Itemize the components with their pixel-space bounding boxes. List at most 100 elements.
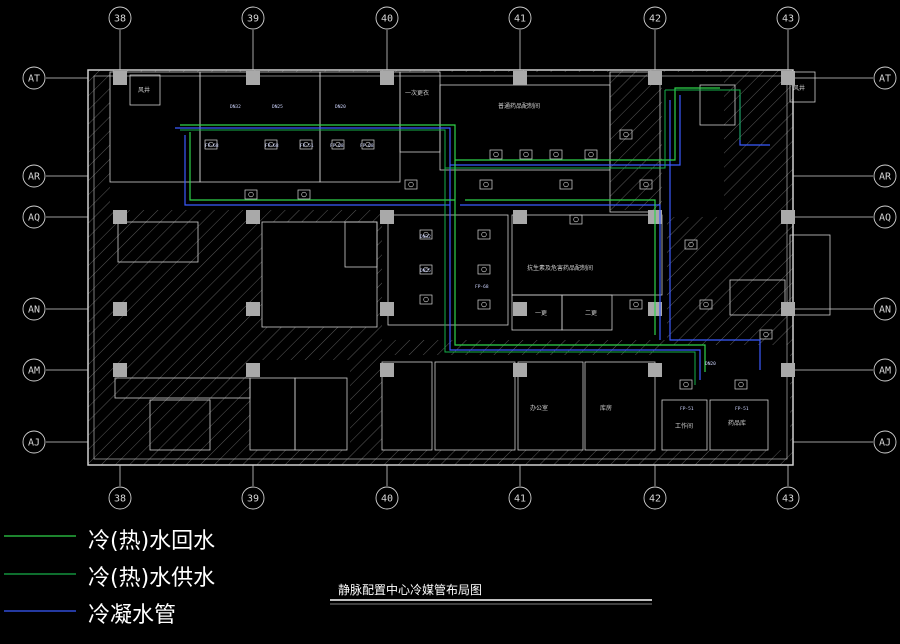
fan-coil-unit bbox=[759, 329, 773, 340]
structural-column bbox=[380, 210, 394, 224]
building-outline bbox=[87, 69, 794, 466]
room-wall bbox=[789, 234, 831, 316]
fcu-tag: FP-68 bbox=[205, 143, 219, 149]
axis-bubble bbox=[22, 358, 46, 382]
fan-coil-unit bbox=[619, 129, 633, 140]
fan-coil-fan bbox=[588, 151, 594, 158]
fan-coil-unit bbox=[419, 264, 433, 275]
structural-column bbox=[781, 363, 795, 377]
fan-coil-unit bbox=[297, 189, 311, 200]
fan-coil-fan bbox=[483, 181, 489, 188]
axis-label: AM bbox=[28, 366, 40, 377]
fcu-tags: FP-68 FP-68 FP-51 FP-68 FP-68 FP-68 FP-5… bbox=[205, 104, 749, 412]
axis-bubble bbox=[508, 486, 532, 510]
axis-bubble bbox=[873, 164, 897, 188]
axis-label: AJ bbox=[28, 438, 40, 449]
fan-coil-unit bbox=[699, 299, 713, 310]
structural-column bbox=[246, 363, 260, 377]
fan-coil-unit bbox=[489, 149, 503, 160]
axis-label: AR bbox=[879, 172, 892, 183]
structural-column bbox=[246, 302, 260, 316]
axis-label: AM bbox=[879, 366, 891, 377]
room-label: 工作间 bbox=[675, 422, 693, 430]
axis-bubble bbox=[776, 6, 800, 30]
fan-coil-fan bbox=[423, 231, 429, 238]
axis-bubble bbox=[108, 6, 132, 30]
fan-coil-fan bbox=[335, 141, 341, 148]
room-wall bbox=[129, 74, 161, 106]
fan-coil-fan bbox=[643, 181, 649, 188]
axis-label: AT bbox=[28, 74, 40, 85]
supply-pipes bbox=[180, 89, 741, 385]
room-wall bbox=[344, 221, 378, 268]
fan-coil-fan bbox=[683, 381, 689, 388]
room-label: 抗生素及危害药品配制间 bbox=[527, 264, 593, 272]
fan-coil-unit bbox=[264, 139, 278, 150]
fan-coil-fan bbox=[573, 216, 579, 223]
structural-column bbox=[113, 302, 127, 316]
fan-coil-fan bbox=[481, 266, 487, 273]
fan-coil-unit bbox=[477, 229, 491, 240]
fcu-tag: FP-51 bbox=[735, 406, 749, 412]
room-label: 风井 bbox=[793, 84, 805, 92]
room-label: 药品库 bbox=[728, 419, 746, 427]
fan-coil-unit bbox=[419, 229, 433, 240]
axis-bubble bbox=[22, 66, 46, 90]
clean-zone-top bbox=[110, 72, 610, 210]
room-wall bbox=[661, 399, 708, 451]
fan-coil-fan bbox=[493, 151, 499, 158]
pipe-size-tag: DN32 bbox=[230, 104, 241, 110]
room-wall bbox=[709, 399, 769, 451]
fan-coil-fan bbox=[481, 301, 487, 308]
pipe-network bbox=[175, 87, 770, 385]
fan-coil-unit bbox=[404, 179, 418, 190]
axis-bubble bbox=[241, 6, 265, 30]
room-label: 一次更衣 bbox=[405, 89, 429, 97]
room-wall bbox=[117, 221, 199, 263]
structural-column bbox=[648, 71, 662, 85]
outer-wall bbox=[87, 69, 794, 466]
fan-coil-unit bbox=[419, 294, 433, 305]
axis-bubble bbox=[873, 297, 897, 321]
fan-coil-fan bbox=[563, 181, 569, 188]
axis-bubble bbox=[108, 486, 132, 510]
fan-coil-unit bbox=[584, 149, 598, 160]
axis-bubble bbox=[873, 430, 897, 454]
fan-coil-unit bbox=[684, 239, 698, 250]
fan-coil-fan bbox=[268, 141, 274, 148]
fan-coil-fan bbox=[623, 131, 629, 138]
axis-label: AN bbox=[879, 305, 891, 316]
axis-bubble bbox=[22, 164, 46, 188]
fan-coil-unit bbox=[479, 179, 493, 190]
room-wall bbox=[387, 214, 509, 326]
fan-coil-fan bbox=[481, 231, 487, 238]
room-partitions bbox=[109, 71, 831, 451]
room-wall bbox=[261, 221, 378, 328]
axis-label: AQ bbox=[28, 213, 40, 224]
fan-coil-unit bbox=[569, 214, 583, 225]
axis-bubble bbox=[241, 486, 265, 510]
legend: 冷(热)水回水 冷(热)水供水 冷凝水管 bbox=[4, 529, 215, 628]
fcu-tag: FP-68 bbox=[475, 284, 489, 290]
structural-column bbox=[781, 71, 795, 85]
fan-coil-fan bbox=[208, 141, 214, 148]
fan-coil-unit bbox=[734, 379, 748, 390]
structural-column bbox=[246, 210, 260, 224]
room-wall bbox=[699, 84, 736, 126]
structural-column bbox=[246, 71, 260, 85]
axis-bubble bbox=[873, 205, 897, 229]
room-wall bbox=[584, 361, 656, 451]
axis-label: 41 bbox=[514, 494, 526, 505]
structural-column bbox=[113, 363, 127, 377]
legend-label-supply: 冷(热)水供水 bbox=[88, 566, 215, 591]
fan-coil-fan bbox=[763, 331, 769, 338]
room-wall bbox=[381, 361, 433, 451]
structural-column bbox=[380, 363, 394, 377]
clean-zone-right bbox=[662, 72, 724, 217]
axis-label: 40 bbox=[381, 494, 393, 505]
axis-bubble bbox=[22, 297, 46, 321]
legend-label-return: 冷(热)水回水 bbox=[88, 529, 215, 554]
axis-label: AJ bbox=[879, 438, 891, 449]
fan-coil-unit bbox=[629, 299, 643, 310]
